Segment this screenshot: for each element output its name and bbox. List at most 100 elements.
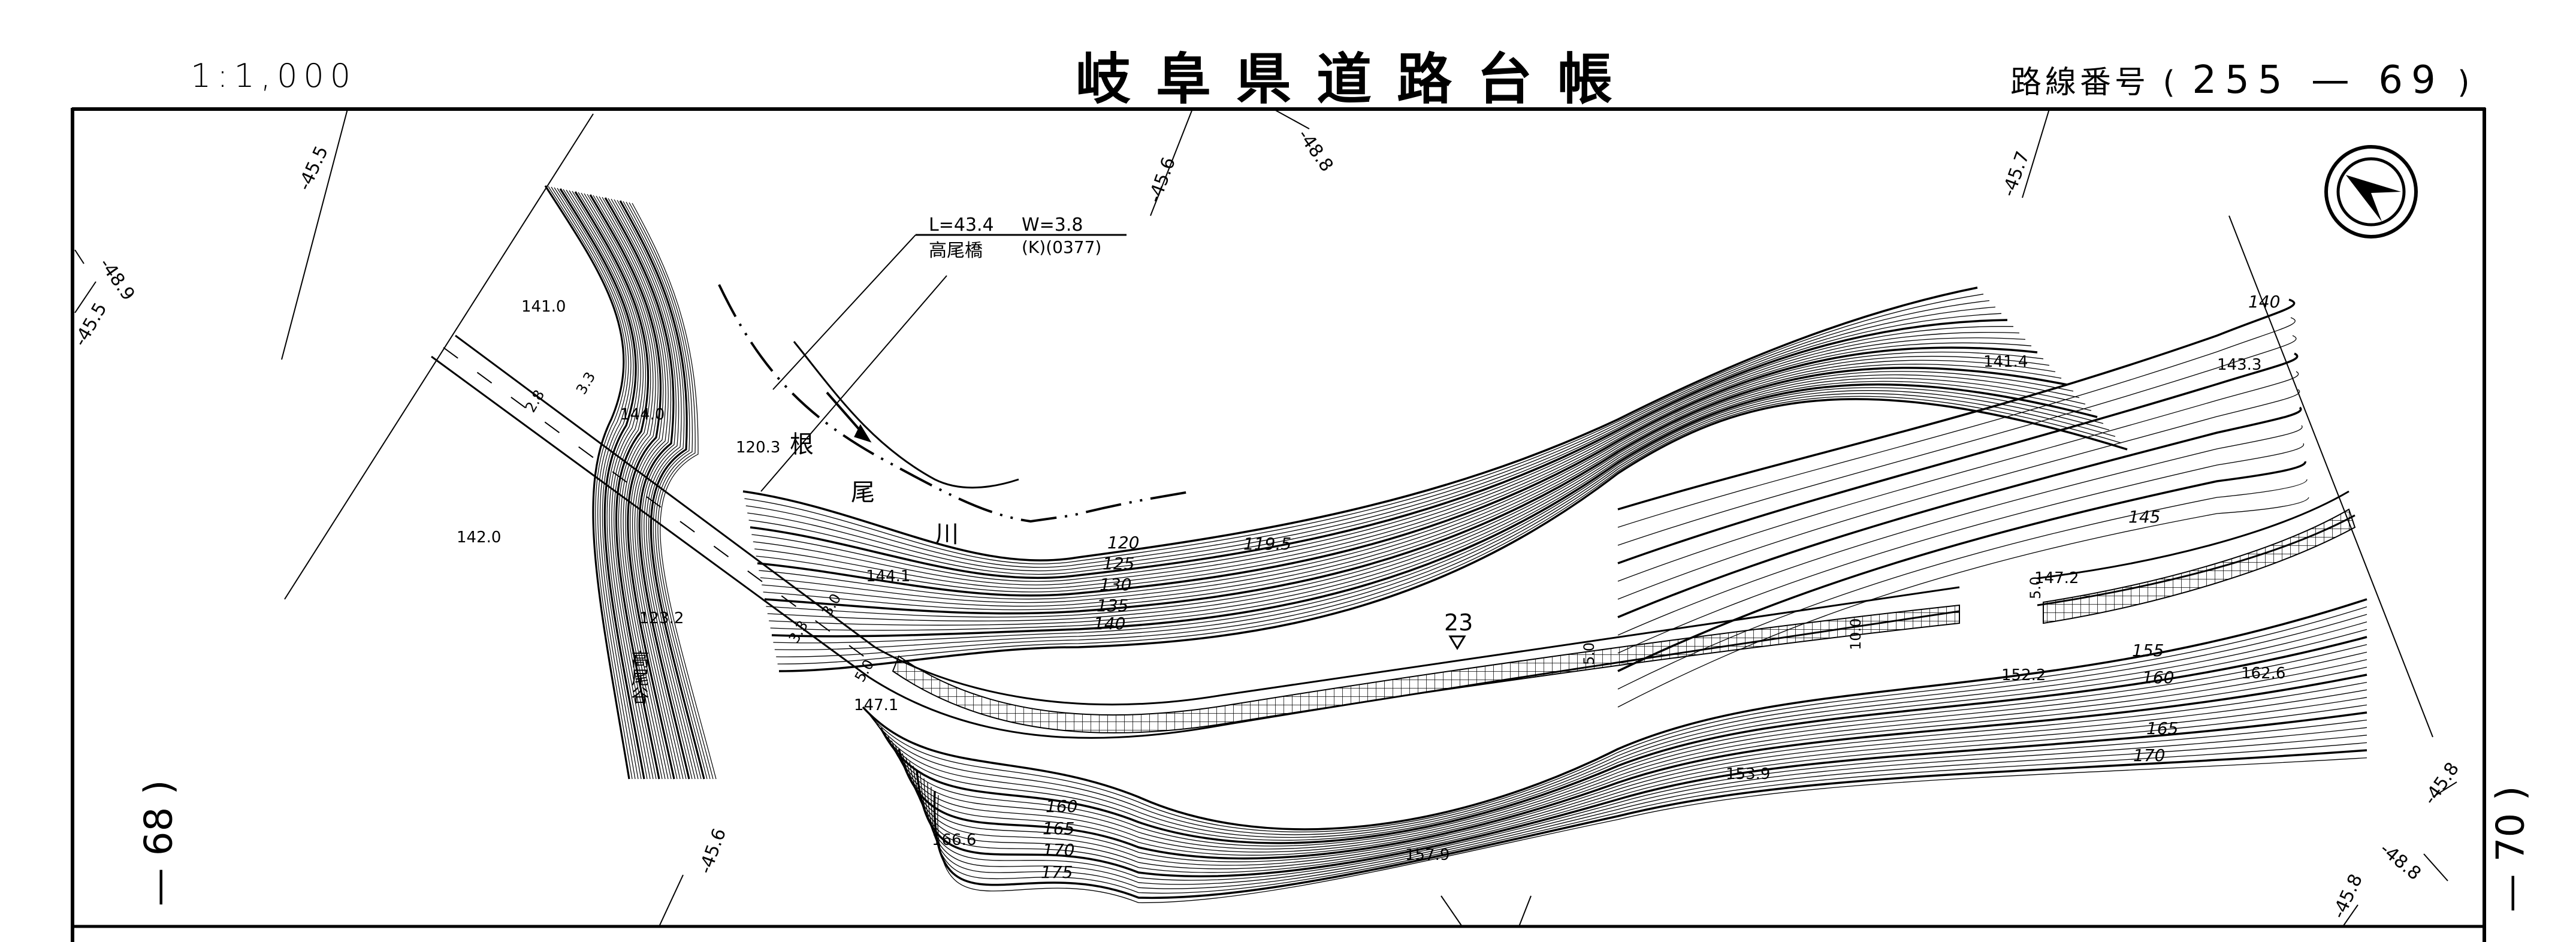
contour-line	[589, 194, 675, 780]
route-close-paren: )	[2457, 65, 2474, 101]
road-offset: 5.0	[1581, 642, 1597, 665]
river-name-char-2: 尾	[851, 479, 875, 506]
contour-line	[626, 201, 711, 780]
spot-height: 141.0	[521, 298, 566, 316]
contour-line	[1617, 371, 2299, 582]
contour-line	[905, 689, 2367, 866]
contour-line	[748, 313, 2002, 575]
spot-height: 144.0	[620, 406, 665, 424]
bridge-annotation: L=43.4 W=3.8 高尾橋 (K)(0377)	[772, 215, 1127, 390]
bridge-width: W=3.8	[1022, 215, 1083, 236]
place-names: 根 尾 川 高尾谷	[628, 431, 959, 704]
grid-label-right-2: -48.8	[2376, 838, 2425, 884]
route-number: 路線番号 ( 255 — 69 )	[2010, 57, 2473, 102]
contour-line	[933, 749, 2367, 899]
grid-label-left-1: -48.9	[95, 255, 138, 305]
grid-label-top-2: -45.6	[1144, 155, 1180, 206]
contour-line	[759, 351, 2044, 600]
spot-height: 143.3	[2217, 356, 2261, 374]
contour-line	[770, 381, 2092, 631]
contour-line	[629, 202, 714, 780]
contour-line	[776, 393, 2116, 657]
contour-line	[1617, 425, 2303, 636]
contour-line	[611, 198, 696, 780]
contour-line	[764, 367, 2068, 615]
valley-name: 高尾谷	[628, 650, 650, 704]
grid-label-bottom-1: -45.6	[695, 826, 730, 877]
contour-line	[754, 337, 2026, 589]
contour-line	[877, 629, 2367, 841]
contour-line	[551, 186, 636, 780]
grid-label-top-3: -48.8	[1293, 126, 1337, 176]
grid-label-left-2: -45.5	[70, 299, 111, 350]
contour-line	[602, 197, 687, 780]
contour-label: 130	[1100, 575, 1131, 594]
river-arrow-icon	[826, 391, 872, 443]
contour-line	[751, 326, 2014, 582]
contour-line	[771, 383, 2098, 638]
contour-line	[862, 598, 2367, 831]
spot-height: 162.6	[2241, 665, 2285, 683]
contour-line	[544, 185, 630, 780]
road-offset: 5.0	[2027, 576, 2044, 599]
contour-line	[569, 190, 654, 780]
contour-line	[604, 197, 690, 780]
contour-label: 140	[2248, 292, 2280, 312]
spot-heights: 141.0 144.0 120.3 142.0 123.2 144.1 147.…	[457, 298, 2285, 864]
river-name-char-1: 根	[790, 431, 814, 458]
contour-label: 165	[1043, 819, 1074, 838]
route-label: 路線番号	[2010, 65, 2150, 101]
contour-line	[927, 735, 2367, 889]
contour-line	[1617, 335, 2297, 546]
road	[431, 334, 2355, 739]
contour-line	[902, 681, 2367, 862]
map-scale: 1:1,000	[191, 57, 357, 95]
contour-line	[763, 364, 2062, 611]
contour-line	[744, 294, 1984, 564]
contour-line	[923, 727, 2367, 885]
contour-line	[778, 398, 2128, 672]
contour-line	[931, 742, 2367, 894]
station-triangle-icon	[1448, 635, 1466, 650]
grid-label-top-4: -45.7	[1998, 149, 2034, 200]
contour-line	[762, 360, 2056, 607]
contour-line	[769, 378, 2086, 626]
road-offset: 3.0	[819, 591, 844, 619]
contour-line	[1617, 443, 2305, 654]
route-open-paren: (	[2163, 65, 2179, 101]
river-line	[718, 284, 1193, 523]
grid-lines	[74, 108, 2457, 927]
contour-line	[747, 306, 1996, 572]
contour-line	[767, 374, 2080, 621]
contour-line	[632, 203, 717, 780]
contour-line	[773, 387, 2104, 644]
contour-label: 155	[2132, 641, 2164, 660]
contour-line	[587, 194, 672, 780]
spot-height: 147.2	[2034, 569, 2079, 587]
contour-label: 145	[2128, 507, 2160, 527]
contour-line	[898, 674, 2367, 860]
contour-line	[750, 319, 2008, 579]
page-title: 岐阜県道路台帳	[1076, 47, 1638, 111]
contour-line	[742, 286, 1978, 561]
road-offset: 3.3	[573, 369, 599, 397]
contour-line	[557, 188, 642, 780]
contour-label: 120	[1107, 533, 1139, 552]
contour-line	[757, 346, 2038, 597]
contour-line	[593, 195, 678, 780]
grid-label-right-3: -45.8	[2329, 871, 2367, 922]
contour-line	[619, 200, 705, 780]
contour-line	[895, 666, 2367, 856]
contour-line	[913, 704, 2367, 873]
contour-line	[1617, 406, 2302, 618]
contour-line	[614, 199, 699, 780]
spot-height: 157.9	[1405, 846, 1449, 864]
contour-label: 140	[1094, 614, 1125, 633]
contour-line	[563, 189, 648, 780]
bridge-name: 高尾橋	[929, 240, 983, 261]
contour-line	[1617, 317, 2296, 528]
contour-line	[777, 395, 2122, 665]
contour-label: 170	[1043, 840, 1074, 860]
contour-line	[584, 193, 669, 780]
contour-line	[566, 189, 651, 780]
